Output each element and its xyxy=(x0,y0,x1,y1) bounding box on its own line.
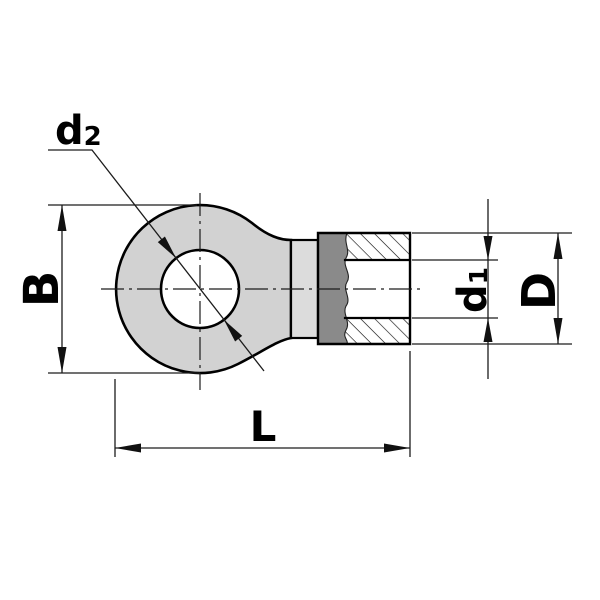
d1-arrowhead-top xyxy=(483,236,493,260)
d1-label: d1 xyxy=(450,267,496,313)
b-arrowhead-bottom xyxy=(57,347,67,373)
d2-leader-line xyxy=(48,149,265,372)
l-arrowhead-right xyxy=(384,443,410,453)
b-label: B xyxy=(14,271,70,308)
barrel-bore-lines xyxy=(343,258,412,320)
d2-label: d2 xyxy=(55,108,102,154)
barrel-outline xyxy=(316,231,412,346)
b-extension-lines xyxy=(48,204,200,374)
l-extension-lines xyxy=(114,351,411,457)
l-arrowhead-left xyxy=(115,443,141,453)
d2-arrowhead-upper xyxy=(157,236,177,259)
dimension-d: D xyxy=(412,232,572,345)
section-hatch-bottom xyxy=(344,318,410,344)
dimension-d2: d2 xyxy=(48,108,265,372)
d2-arrowhead-lower xyxy=(223,319,243,342)
d-arrowhead-top xyxy=(553,233,563,259)
l-label: L xyxy=(250,402,277,451)
dimension-d1: d1 xyxy=(412,199,498,379)
d-extension-lines xyxy=(412,232,572,345)
break-line xyxy=(344,232,349,345)
dimension-l: L xyxy=(114,351,411,457)
d-arrowhead-bottom xyxy=(553,318,563,344)
section-hatch-top xyxy=(344,233,410,260)
d1-arrowhead-bottom xyxy=(483,318,493,342)
dimension-b: B xyxy=(14,204,200,374)
d-label: D xyxy=(512,272,566,310)
b-arrowhead-top xyxy=(57,205,67,231)
d1-extension-lines xyxy=(412,259,498,319)
